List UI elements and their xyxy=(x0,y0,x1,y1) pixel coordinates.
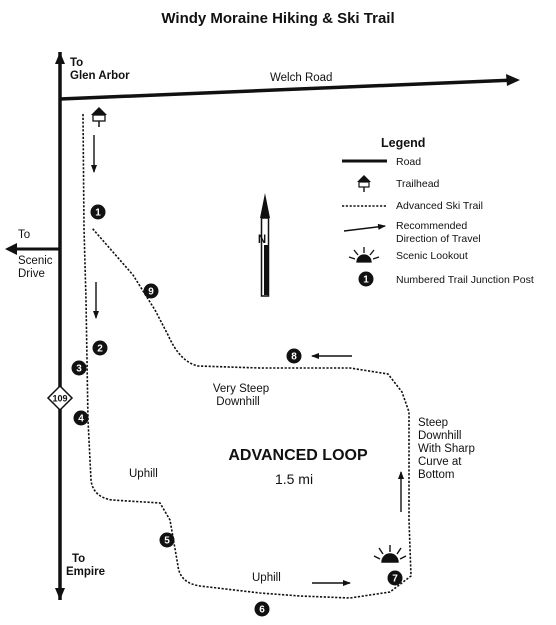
junction-post-9: 9 xyxy=(143,283,159,299)
to-empire-label-2: Empire xyxy=(66,566,105,578)
legend-scenic-lookout-icon xyxy=(348,247,380,263)
north-road-arrow-icon xyxy=(55,52,65,64)
junction-posts: 1 2 3 4 5 6 7 8 9 xyxy=(71,204,403,617)
post-8-number: 8 xyxy=(291,352,297,363)
legend-direction-label-1: Recommended xyxy=(396,220,467,232)
trailhead-icon xyxy=(91,107,107,127)
legend-post-number: 1 xyxy=(363,275,369,286)
to-scenic-label-2: Scenic xyxy=(18,255,53,267)
post-7-number: 7 xyxy=(392,574,398,585)
steep-note-line-1: Steep xyxy=(418,417,448,429)
junction-post-3: 3 xyxy=(71,360,87,376)
north-arrow-icon: N xyxy=(258,193,270,297)
highway-109-shield: 109 xyxy=(46,384,74,412)
post-5-number: 5 xyxy=(164,536,170,547)
map-title: Windy Moraine Hiking & Ski Trail xyxy=(161,10,394,27)
steep-note-line-5: Bottom xyxy=(418,469,454,481)
legend-direction-arrow-icon xyxy=(343,223,386,232)
legend-trailhead-label: Trailhead xyxy=(396,178,440,190)
very-steep-label-2: Downhill xyxy=(216,396,259,408)
highway-109-number: 109 xyxy=(52,394,67,404)
to-empire-label-1: To xyxy=(72,553,85,565)
junction-post-1: 1 xyxy=(90,204,106,220)
welch-road-arrow-icon xyxy=(506,74,520,86)
loop-distance: 1.5 mi xyxy=(275,471,313,487)
legend-junction-post-icon: 1 xyxy=(358,271,374,287)
junction-post-5: 5 xyxy=(159,532,175,548)
junction-post-8: 8 xyxy=(286,348,302,364)
legend-scenic-label: Scenic Lookout xyxy=(396,250,468,262)
legend-post-label: Numbered Trail Junction Post xyxy=(396,274,534,286)
legend-direction-label-2: Direction of Travel xyxy=(396,233,481,245)
to-scenic-label-1: To xyxy=(18,229,30,241)
welch-road xyxy=(59,78,516,101)
legend-title: Legend xyxy=(381,136,425,150)
legend-trailhead-icon xyxy=(357,175,371,192)
scenic-lookout-icon xyxy=(373,545,407,563)
junction-post-6: 6 xyxy=(254,601,270,617)
to-glen-arbor-label-1: To xyxy=(70,57,83,69)
post-9-number: 9 xyxy=(148,287,154,298)
steep-note-line-4: Curve at xyxy=(418,456,462,468)
uphill-left-label: Uphill xyxy=(129,468,158,480)
junction-post-4: 4 xyxy=(73,410,89,426)
post-2-number: 2 xyxy=(97,344,103,355)
uphill-bottom-label: Uphill xyxy=(252,572,281,584)
legend-trail-label: Advanced Ski Trail xyxy=(396,200,483,212)
advanced-ski-trail xyxy=(82,113,412,599)
post-4-number: 4 xyxy=(78,414,84,425)
scenic-drive-arrow-icon xyxy=(5,243,17,255)
north-label: N xyxy=(258,234,266,246)
junction-post-7: 7 xyxy=(387,570,403,586)
post-3-number: 3 xyxy=(76,364,82,375)
loop-name: ADVANCED LOOP xyxy=(228,447,368,464)
legend: Legend Road Trailhead Advanced Ski Trail… xyxy=(342,136,534,287)
steep-note-line-3: With Sharp xyxy=(418,443,475,455)
steep-note-line-2: Downhill xyxy=(418,430,461,442)
to-glen-arbor-label-2: Glen Arbor xyxy=(70,70,130,82)
junction-post-2: 2 xyxy=(92,340,108,356)
legend-road-label: Road xyxy=(396,156,421,168)
post-6-number: 6 xyxy=(259,605,265,616)
to-scenic-label-3: Drive xyxy=(18,268,45,280)
welch-road-label: Welch Road xyxy=(270,72,332,84)
south-road-arrow-icon xyxy=(55,588,65,600)
post-1-number: 1 xyxy=(95,208,101,219)
very-steep-label-1: Very Steep xyxy=(213,383,269,395)
